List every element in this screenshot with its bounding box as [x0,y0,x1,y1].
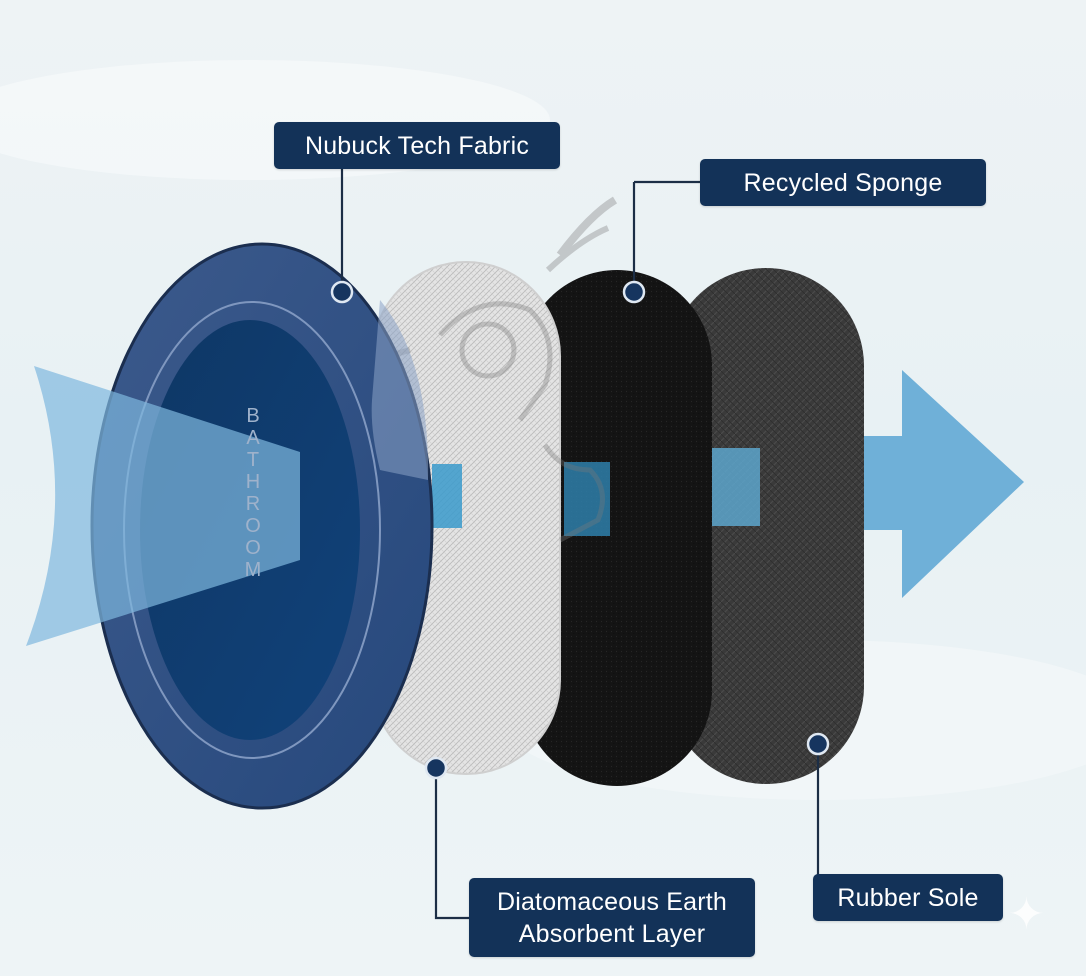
label-diatom-line1: Diatomaceous Earth [496,887,728,916]
label-sponge-text: Recycled Sponge [743,168,943,197]
label-rubber-sole: Rubber Sole [813,874,1003,921]
marker-dot-sponge [622,280,646,304]
label-recycled-sponge: Recycled Sponge [700,159,986,206]
marker-dot-rubber [806,732,830,756]
flow-band [712,448,760,526]
marker-dot-diatom [424,756,448,780]
label-rubber-text: Rubber Sole [837,883,979,912]
leader-line-sponge [632,180,700,292]
mat-printed-text: BATHROOM [242,405,264,581]
flow-band [432,464,462,528]
mat-highlight [371,300,429,480]
label-nubuck-tech-fabric: Nubuck Tech Fabric [274,122,560,169]
flow-arrow-left [26,366,300,646]
rubber-sole-layer [668,268,864,784]
label-diatom-line2: Absorbent Layer [518,919,706,948]
label-nubuck-text: Nubuck Tech Fabric [304,131,530,160]
label-diatomaceous-earth: Diatomaceous Earth Absorbent Layer [469,878,755,957]
sparkle-icon: ✦ [1008,890,1045,939]
recycled-sponge-layer [522,270,712,786]
flow-band [564,462,610,536]
marker-dot-nubuck [330,280,354,304]
flow-arrow-right [860,370,1024,598]
leader-line-diatom [434,768,469,920]
